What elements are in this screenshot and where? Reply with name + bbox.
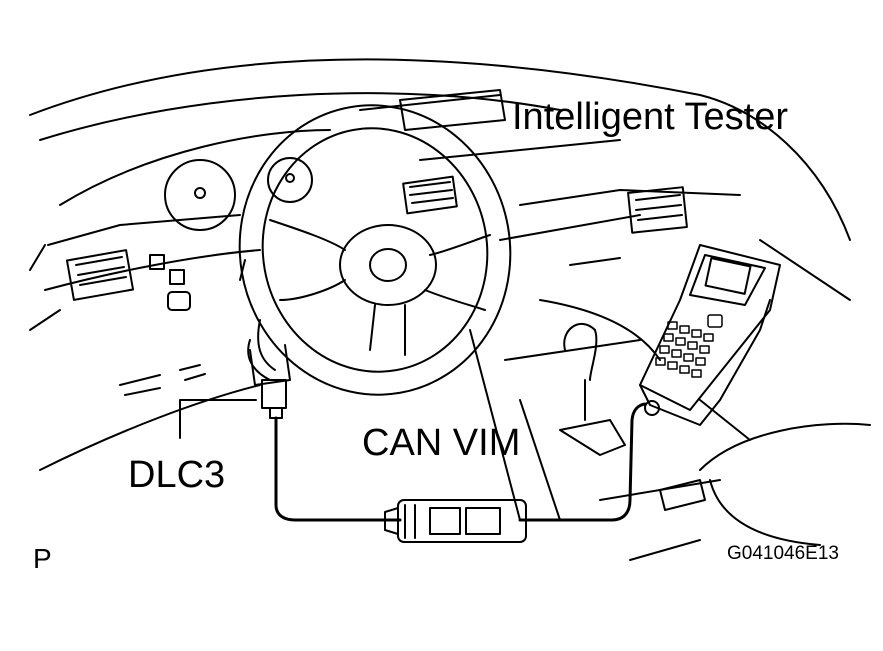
- shift-lever: [469, 299, 721, 561]
- can-vim-label: CAN VIM: [362, 422, 521, 464]
- tester-cables: [274, 402, 647, 522]
- seat-outline: [659, 399, 871, 546]
- can-vim-module: [384, 499, 527, 543]
- intelligent-tester-label: Intelligent Tester: [512, 96, 789, 138]
- figure-code: G041046E13: [727, 543, 839, 564]
- tester-keypad: [655, 314, 723, 378]
- intelligent-tester-device: [639, 244, 781, 426]
- dlc3-label: DLC3: [128, 454, 226, 496]
- steering-wheel: [238, 104, 512, 396]
- page-marker: P: [33, 543, 52, 574]
- dashboard-outline: [29, 58, 851, 471]
